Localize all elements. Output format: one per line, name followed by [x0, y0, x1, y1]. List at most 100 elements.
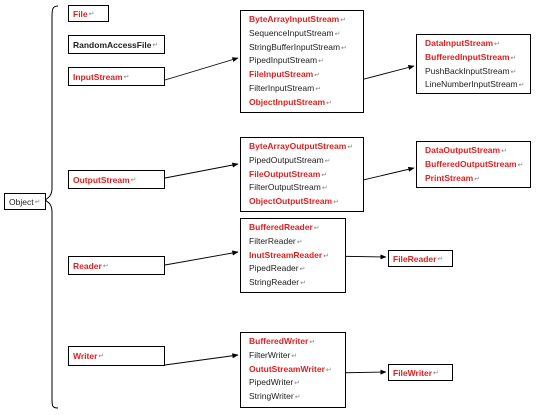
random-access-file-label: RandomAccessFile — [73, 39, 152, 50]
object-label: Object — [9, 196, 34, 207]
return-mark: ↵ — [294, 380, 301, 388]
class-list-item: SequenceInputStream↵ — [249, 27, 357, 41]
return-mark: ↵ — [324, 157, 331, 165]
class-name: StringReader — [249, 277, 300, 288]
arrow-writer-to-outputstreamwriter — [164, 353, 239, 366]
class-list-item: BufferedWriter↵ — [249, 335, 339, 349]
class-name: ByteArrayOutputStream — [249, 141, 347, 151]
input-stream-label: InputStream — [73, 71, 123, 82]
class-list-item: PipedWriter↵ — [249, 376, 339, 390]
class-name: OututStreamWriter — [249, 363, 325, 374]
class-name: FilterReader — [249, 235, 296, 246]
return-mark: ↵ — [98, 353, 105, 360]
class-name: DataInputStream — [425, 38, 494, 48]
class-name: PushBackInputStream — [425, 65, 510, 76]
return-mark: ↵ — [130, 176, 137, 184]
return-mark: ↵ — [510, 68, 517, 76]
arrow-outputstream-to-filteroutputstream — [164, 162, 239, 179]
class-name: FileOutputStream — [249, 168, 321, 179]
class-list-item: PipedOutputStream↵ — [249, 154, 357, 168]
return-mark: ↵ — [323, 252, 330, 260]
output-stream-label: OutputStream — [73, 174, 130, 185]
class-list-item: PrintStream↵ — [425, 172, 524, 186]
file-reader-label: FileReader — [393, 253, 437, 264]
class-list-item: OututStreamWriter↵ — [249, 363, 339, 377]
return-mark: ↵ — [313, 225, 320, 232]
arrow-inputstream-to-filterinputstream — [164, 57, 239, 81]
class-list-item: LineNumberInputStream↵ — [425, 78, 524, 92]
arrow-reader-to-inputstreamreader — [164, 250, 239, 266]
class-list-item: BufferedOutputStream↵ — [425, 158, 524, 172]
class-name: PipedInputStream — [249, 55, 318, 66]
return-mark: ↵ — [326, 99, 332, 107]
return-mark: ↵ — [152, 41, 159, 49]
return-mark: ↵ — [517, 161, 524, 169]
reader-subclasses: BufferedReader↵FilterReader↵InutStreamRe… — [240, 218, 346, 293]
return-mark: ↵ — [347, 144, 354, 151]
writer-subclasses: BufferedWriter↵FilterWriter↵OututStreamW… — [240, 332, 346, 408]
input-stream-subclasses: ByteArrayInputStream↵SequenceInputStream… — [240, 10, 364, 113]
class-list-item: FilterOutputStream↵ — [249, 181, 357, 195]
class-name: ByteArrayInputStream — [249, 14, 340, 24]
return-mark: ↵ — [318, 58, 324, 66]
return-mark: ↵ — [321, 185, 328, 193]
class-list-item: StringWriter↵ — [249, 390, 339, 404]
reader-label: Reader — [73, 260, 102, 271]
class-list-item: DataOutputStream↵ — [425, 144, 524, 158]
class-list-item: PipedReader↵ — [249, 262, 339, 276]
class-list-item: FilterInputStream↵ — [249, 82, 357, 96]
return-mark: ↵ — [34, 198, 41, 206]
class-list-item: FileInputStream↵ — [249, 68, 357, 82]
return-mark: ↵ — [296, 238, 303, 246]
class-name: ObjectInputStream — [249, 96, 326, 107]
class-name: SequenceInputStream — [249, 27, 334, 38]
class-list-item: DataInputStream↵ — [425, 37, 524, 51]
class-name: FilterInputStream — [249, 82, 315, 93]
writer-node: Writer↵ — [68, 346, 165, 366]
return-mark: ↵ — [510, 54, 517, 62]
file-label: File — [73, 8, 88, 19]
class-name: PipedReader — [249, 263, 299, 274]
return-mark: ↵ — [294, 394, 301, 402]
return-mark: ↵ — [321, 171, 328, 179]
filter-output-stream-subclasses: DataOutputStream↵BufferedOutputStream↵Pr… — [416, 141, 531, 188]
return-mark: ↵ — [518, 82, 525, 90]
object-brace — [44, 5, 59, 409]
return-mark: ↵ — [315, 85, 322, 93]
filter-input-stream-subclasses: DataInputStream↵BufferedInputStream↵Push… — [416, 34, 531, 94]
return-mark: ↵ — [334, 30, 341, 38]
object-node: Object↵ — [4, 193, 46, 210]
return-mark: ↵ — [300, 280, 306, 288]
reader-node: Reader↵ — [68, 256, 165, 275]
file-node: File↵ — [68, 5, 109, 22]
class-name: DataOutputStream — [425, 145, 501, 155]
return-mark: ↵ — [102, 262, 109, 270]
return-mark: ↵ — [123, 73, 130, 81]
class-name: ObjectOutputStream — [249, 196, 333, 207]
class-list-item: FileOutputStream↵ — [249, 168, 357, 182]
class-name: StringBufferInputStream — [249, 41, 341, 52]
class-name: PrintStream — [425, 172, 474, 183]
return-mark: ↵ — [501, 148, 507, 155]
class-name: StringWriter — [249, 391, 294, 402]
class-list-item: InutStreamReader↵ — [249, 249, 339, 263]
class-name: LineNumberInputStream — [425, 79, 518, 90]
class-name: BufferedWriter — [249, 336, 309, 346]
output-stream-subclasses: ByteArrayOutputStream↵PipedOutputStream↵… — [240, 137, 364, 212]
class-list-item: PipedInputStream↵ — [249, 54, 357, 68]
return-mark: ↵ — [494, 41, 500, 48]
class-list-item: FilterWriter↵ — [249, 349, 339, 363]
class-list-item: StringReader↵ — [249, 276, 339, 290]
return-mark: ↵ — [433, 369, 439, 377]
class-list-item: ObjectInputStream↵ — [249, 96, 357, 110]
class-name: FileInputStream — [249, 69, 314, 80]
class-name: BufferedOutputStream — [425, 158, 517, 169]
class-name: InutStreamReader — [249, 249, 323, 260]
input-stream-node: InputStream↵ — [68, 67, 165, 86]
class-list-item: BufferedReader↵ — [249, 221, 339, 235]
class-list-item: ByteArrayOutputStream↵ — [249, 140, 357, 154]
class-list-item: ObjectOutputStream↵ — [249, 195, 357, 209]
return-mark: ↵ — [291, 352, 298, 360]
return-mark: ↵ — [309, 339, 316, 346]
return-mark: ↵ — [333, 199, 339, 207]
